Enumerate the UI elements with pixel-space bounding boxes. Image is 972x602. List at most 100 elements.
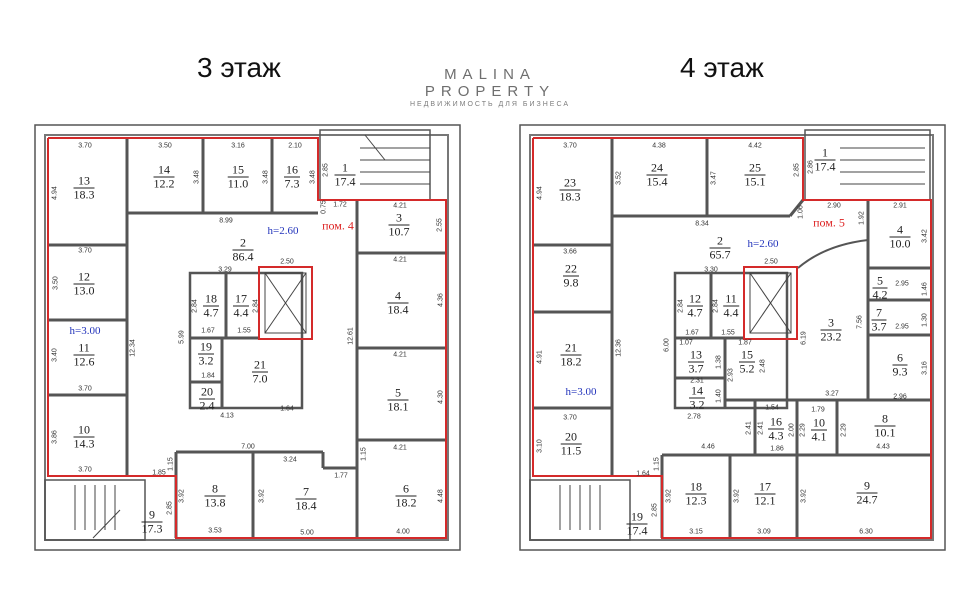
dimension: 6.19 — [800, 331, 808, 345]
dimension: 1.79 — [811, 406, 825, 414]
dimension: 3.48 — [262, 170, 270, 184]
dimension: 1.54 — [765, 404, 779, 412]
dimension: 1.38 — [715, 355, 723, 369]
dimension: 2.29 — [799, 423, 807, 437]
dimension: 3.52 — [615, 171, 623, 185]
watermark-logo: MALINA PROPERTY НЕДВИЖИМОСТЬ ДЛЯ БИЗНЕСА — [340, 66, 640, 109]
dimension: 4.30 — [437, 390, 445, 404]
dimension: 4.43 — [876, 443, 890, 451]
dimension: 3.92 — [178, 489, 186, 503]
premises-label: пом. 5 — [813, 215, 845, 230]
ceiling-height-left: h=3.00 — [565, 386, 597, 398]
dimension: 2.50 — [764, 258, 778, 266]
dimension: 1.86 — [770, 445, 784, 453]
dimension: 1.15 — [653, 457, 661, 471]
dimension: 3.30 — [704, 266, 718, 274]
dimension: 3.47 — [710, 171, 718, 185]
dimension: 1.85 — [152, 469, 166, 477]
dimension: 2.84 — [712, 299, 720, 313]
dimension: 1.67 — [201, 327, 215, 335]
dimension: 12.34 — [129, 339, 137, 357]
watermark-line-2: PROPERTY — [424, 83, 556, 100]
dimension: 4.21 — [393, 202, 407, 210]
dimension: 3.92 — [800, 489, 808, 503]
dimension: 2.84 — [191, 299, 199, 313]
dimension: 3.15 — [689, 528, 703, 536]
dimension: 4.36 — [437, 293, 445, 307]
dimension: 1.07 — [679, 339, 693, 347]
dimension: 2.85 — [651, 503, 659, 517]
dimension: 2.84 — [252, 299, 260, 313]
dimension: 3.70 — [563, 414, 577, 422]
dimension: 3.70 — [78, 466, 92, 474]
dimension: 0.75 — [320, 200, 328, 214]
dimension: 2.29 — [840, 423, 848, 437]
dimension: 3.70 — [78, 247, 92, 255]
dimension: 1.55 — [721, 329, 735, 337]
dimension: 3.92 — [733, 489, 741, 503]
ceiling-height-left: h=3.00 — [69, 325, 101, 337]
dimension: 3.66 — [563, 248, 577, 256]
dimension: 2.90 — [827, 202, 841, 210]
dimension: 4.91 — [536, 350, 544, 364]
dimension: 4.94 — [51, 186, 59, 200]
watermark-line-1: MALINA — [444, 66, 536, 83]
dimension: 2.10 — [288, 142, 302, 150]
dimension: 5.00 — [300, 529, 314, 537]
dimension: 1.72 — [333, 201, 347, 209]
dimension: 2.86 — [807, 160, 815, 174]
dimension: 3.50 — [52, 276, 60, 290]
dimension: 3.29 — [218, 266, 232, 274]
dimension: 1.92 — [858, 211, 866, 225]
dimension: 2.41 — [757, 421, 765, 435]
dimension: 12.61 — [347, 327, 355, 345]
dimension: 2.48 — [759, 359, 767, 373]
floor-title-3: 3 этаж — [197, 52, 281, 83]
floor-title-4: 4 этаж — [680, 52, 764, 83]
dimension: 2.00 — [788, 423, 796, 437]
dimension: 6.30 — [859, 528, 873, 536]
dimension: 3.10 — [536, 439, 544, 453]
dimension: 7.56 — [856, 315, 864, 329]
dimension: 3.92 — [665, 489, 673, 503]
dimension: 3.24 — [283, 456, 297, 464]
dimension: 3.09 — [757, 528, 771, 536]
dimension: 1.64 — [636, 470, 650, 478]
dimension: 2.31 — [690, 377, 704, 385]
dimension: 2.95 — [895, 280, 909, 288]
dimension: 7.00 — [241, 443, 255, 451]
dimension: 3.42 — [921, 229, 929, 243]
dimension: 2.91 — [893, 202, 907, 210]
dimension: 4.21 — [393, 256, 407, 264]
dimension: 3.53 — [208, 527, 222, 535]
dimension: 3.16 — [921, 361, 929, 375]
